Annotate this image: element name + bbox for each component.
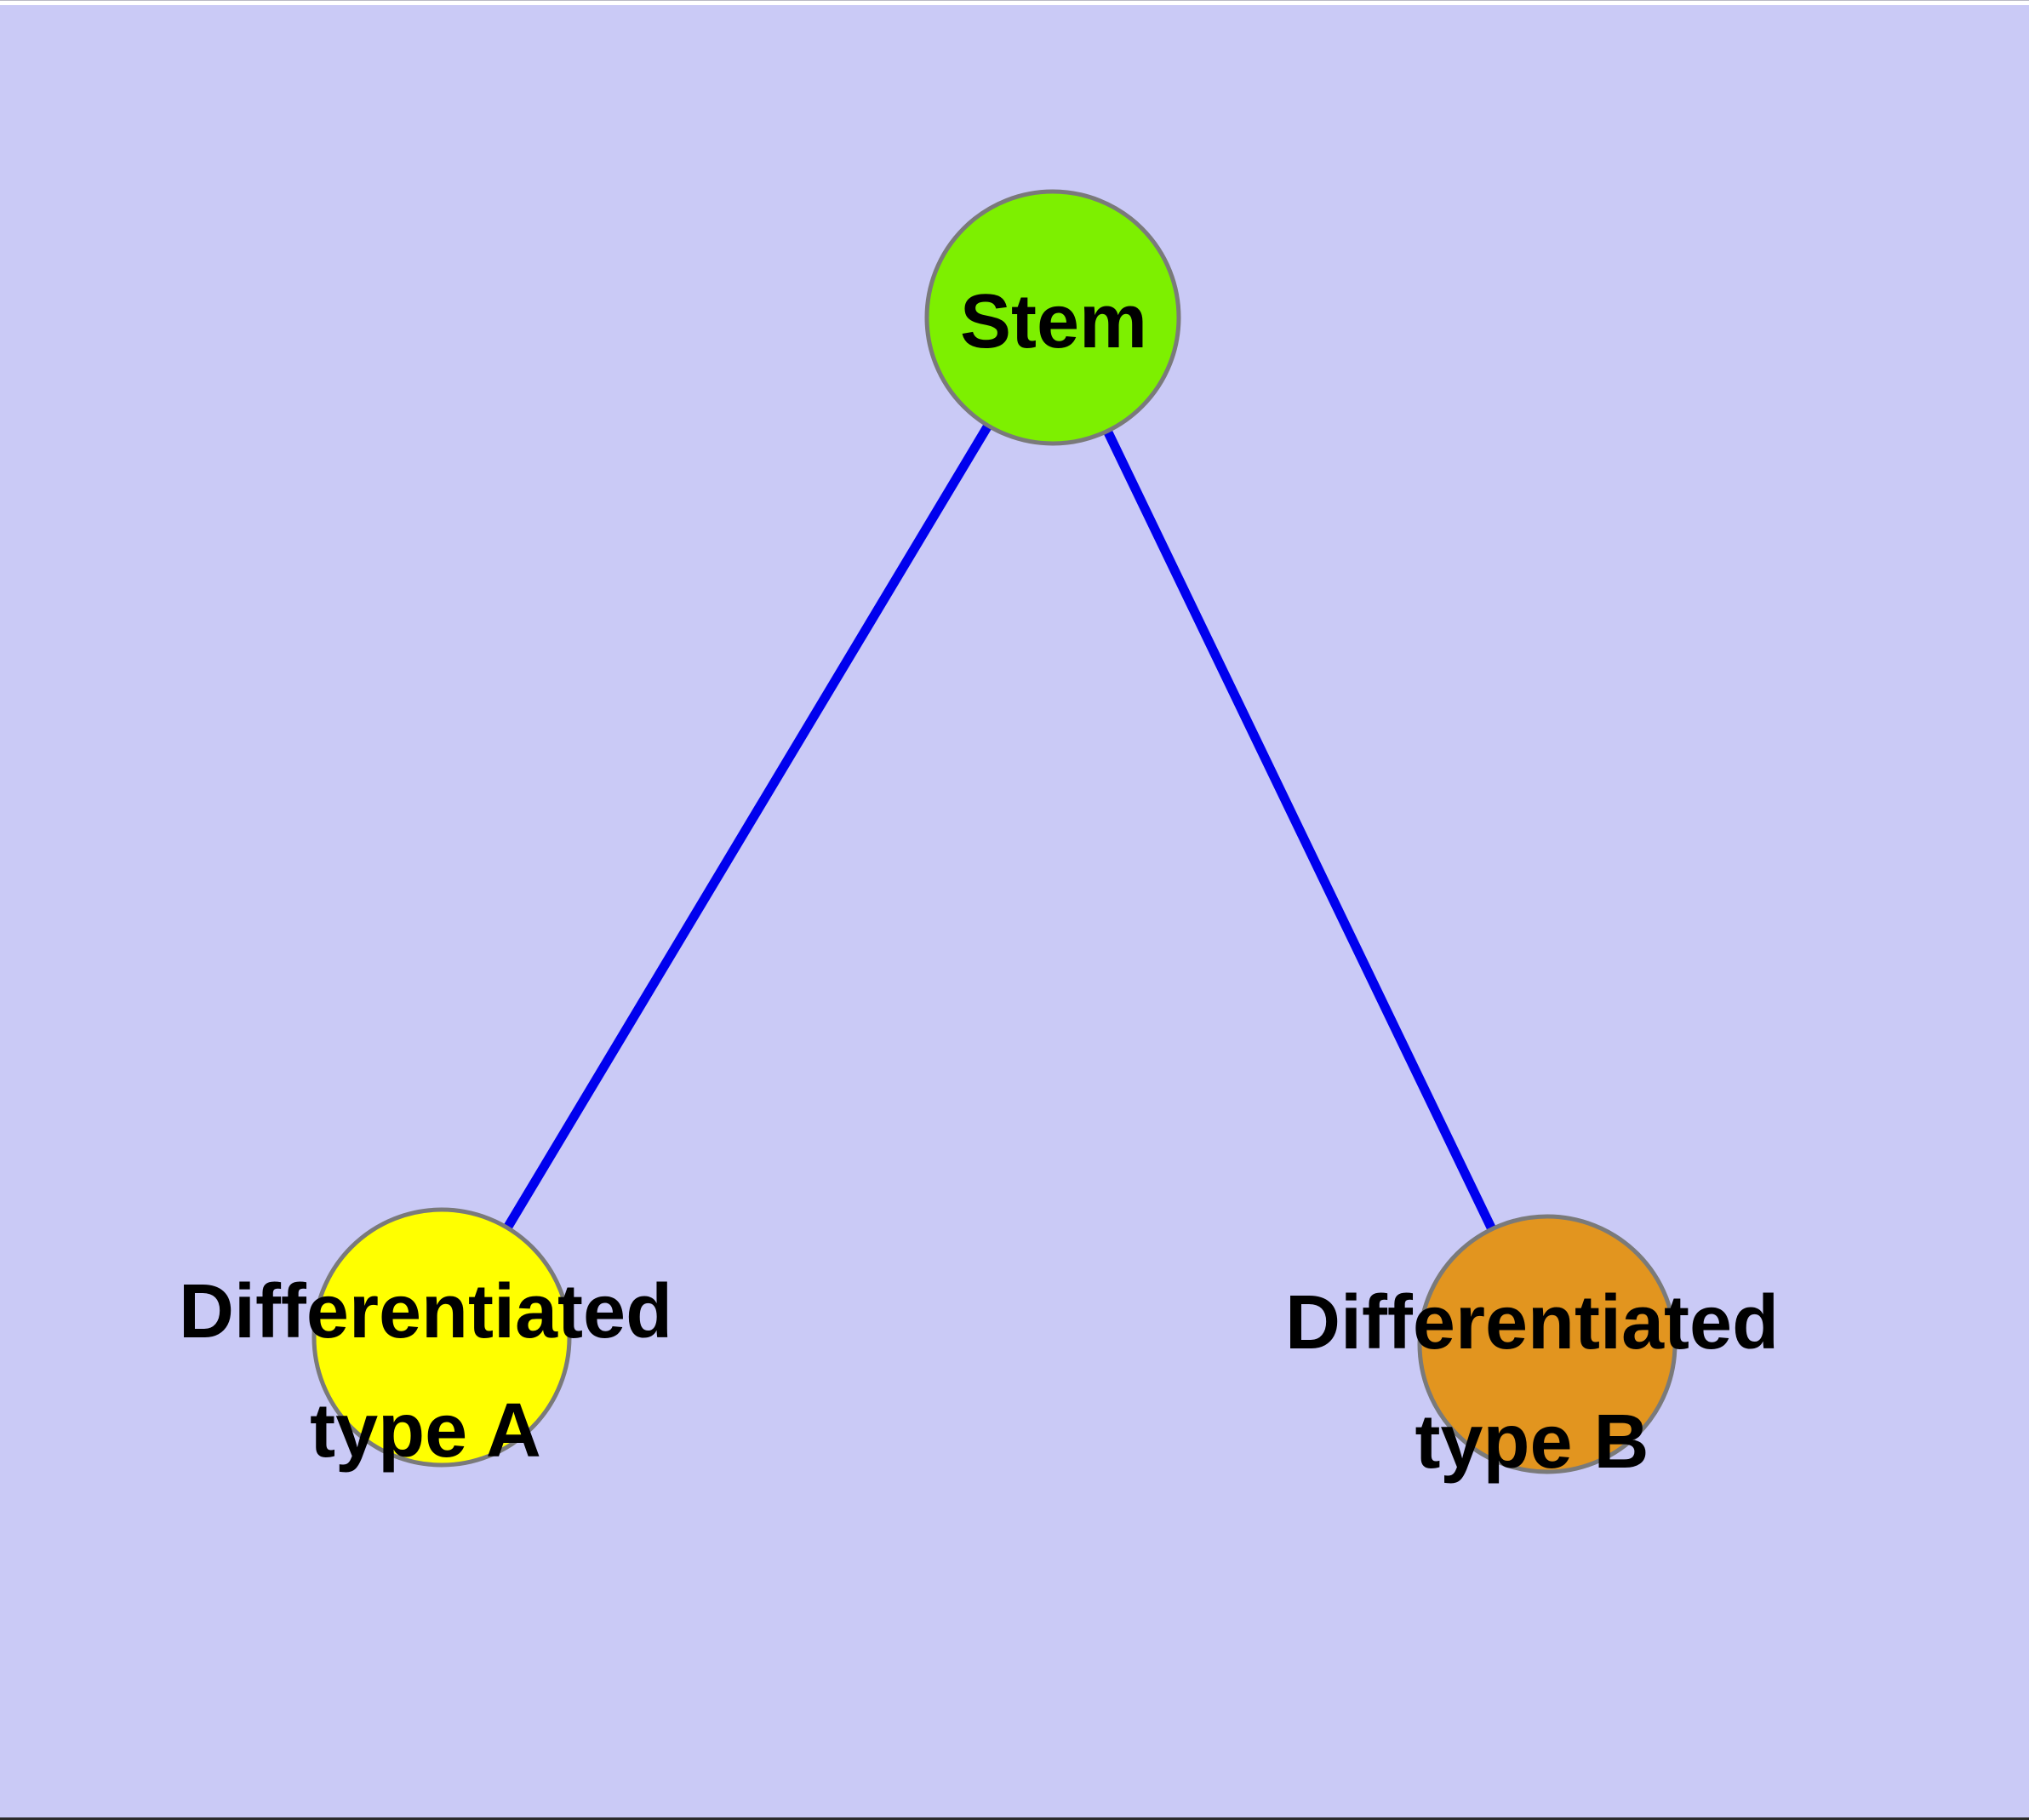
node-type-a-label-line1: Differentiated [178, 1269, 673, 1354]
node-type-b-label-line1: Differentiated [1284, 1280, 1780, 1365]
node-type-a-label-line2: type A [310, 1388, 541, 1474]
node-differentiated-type-b-circle [1417, 1214, 1677, 1474]
node-stem-circle [924, 189, 1181, 446]
window-top-margin [0, 0, 2029, 5]
diagram-canvas: Stem Differentiated type A Differentiate… [0, 5, 2029, 1817]
node-type-b-label-line2: type B [1415, 1399, 1649, 1485]
graph-svg [311, 189, 1677, 1474]
edge-stem-to-type-a [437, 315, 1057, 1340]
window-bottom-border [0, 1817, 2029, 1820]
node-differentiated-type-b-label: Differentiated type B [1285, 1263, 1779, 1502]
node-differentiated-type-a-label: Differentiated type A [179, 1252, 672, 1491]
edge-stem-to-type-b [1049, 315, 1552, 1347]
node-stem-label: Stem [960, 262, 1147, 381]
node-stem-label-line1: Stem [959, 279, 1148, 364]
node-differentiated-type-a-circle [311, 1207, 572, 1468]
